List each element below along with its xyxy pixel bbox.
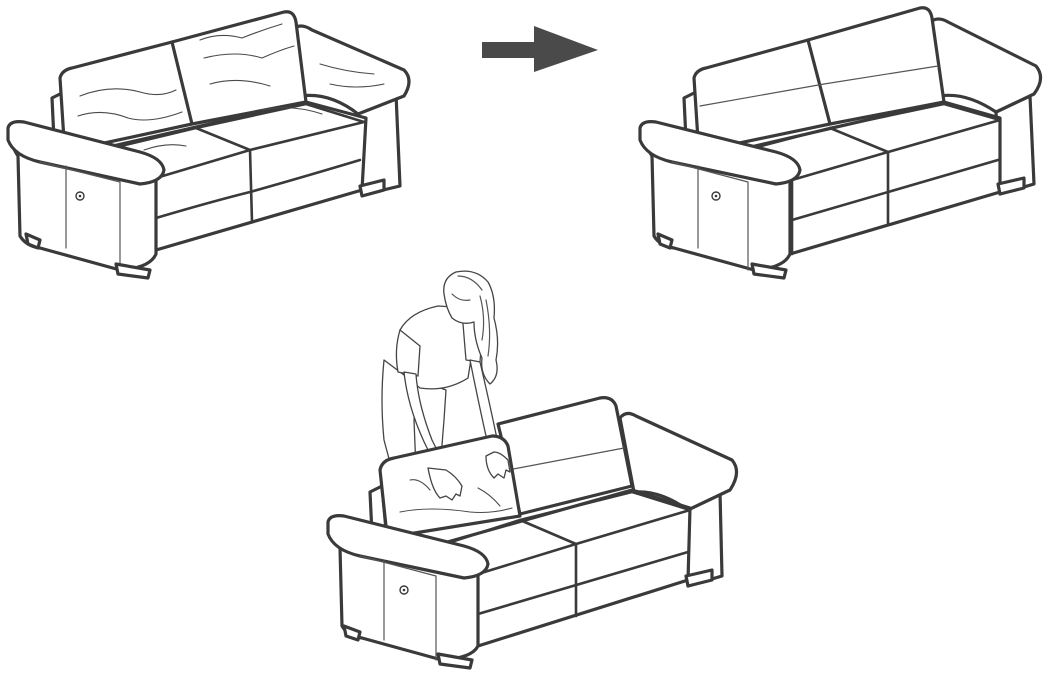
sofa-before [8, 12, 409, 278]
sofa-after [640, 8, 1041, 278]
arrow-right-icon [482, 26, 598, 72]
sofa-procedure [328, 271, 737, 668]
